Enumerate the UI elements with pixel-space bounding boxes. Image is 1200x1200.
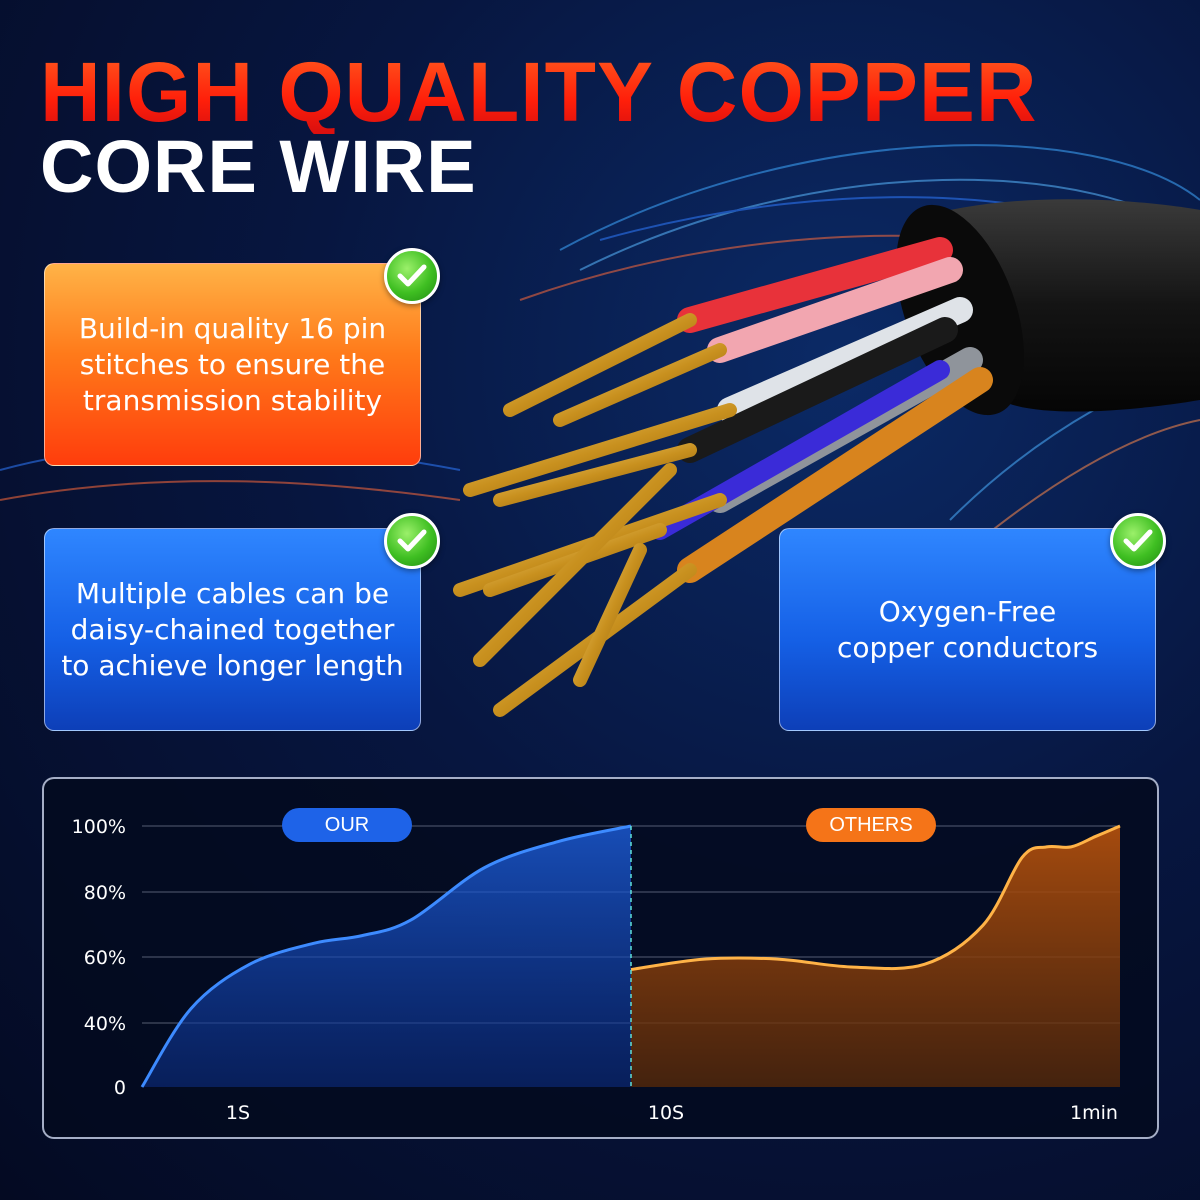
headline-line-2: CORE WIRE	[40, 125, 477, 208]
series-line-others	[630, 824, 1121, 972]
y-tick-label: 80%	[84, 882, 126, 904]
x-tick-label: 1min	[1070, 1102, 1118, 1124]
x-tick-label: 10S	[648, 1102, 684, 1124]
feature-card-oxygen-free: Oxygen-Free copper conductors	[779, 528, 1156, 731]
series-area-others	[631, 826, 1120, 1087]
y-tick-label: 100%	[72, 816, 126, 838]
feature-card-daisy-chain: Multiple cables can be daisy-chained tog…	[44, 528, 421, 731]
series-line-our	[140, 824, 632, 1088]
x-tick-label: 1S	[226, 1102, 250, 1124]
copper-cable-illustration	[453, 199, 1200, 717]
check-icon	[1110, 513, 1166, 569]
check-icon	[384, 248, 440, 304]
check-icon	[384, 513, 440, 569]
y-tick-label: 40%	[84, 1013, 126, 1035]
legend-our: OUR	[282, 808, 412, 842]
legend-others: OTHERS	[806, 808, 936, 842]
feature-card-16-pin: Build-in quality 16 pin stitches to ensu…	[44, 263, 421, 466]
y-tick-label: 60%	[84, 947, 126, 969]
headline-line-1: HIGH QUALITY COPPER	[40, 45, 1038, 139]
comparison-area-chart: 100% 80% 60% 40% 0 1S 10S 1min	[72, 816, 1121, 1124]
y-tick-label: 0	[114, 1077, 126, 1099]
comparison-chart-panel: 100% 80% 60% 40% 0 1S 10S 1min OUR OTHERS	[42, 777, 1159, 1139]
series-area-our	[142, 826, 631, 1087]
